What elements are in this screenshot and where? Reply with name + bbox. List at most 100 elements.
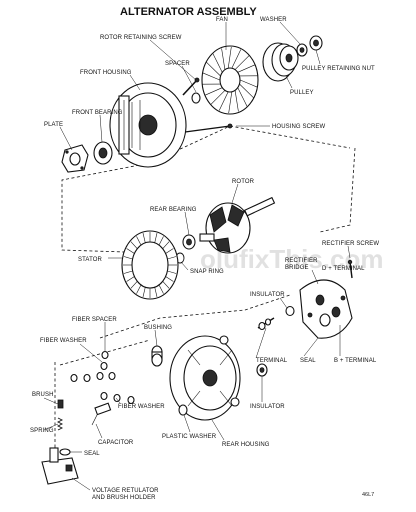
stator-slot	[142, 287, 146, 297]
front-housing	[109, 82, 187, 168]
label-fiber-spacer: FIBER SPACER	[72, 317, 117, 323]
label-insulator-bottom: INSULATOR	[250, 404, 285, 410]
plastic-washer	[178, 404, 188, 416]
fan-blade	[202, 72, 220, 81]
spacer	[191, 92, 201, 104]
label-terminal: TERMINAL	[256, 358, 288, 364]
pulley-retaining-nut	[309, 35, 323, 51]
plate	[61, 144, 89, 173]
stator-slot	[123, 256, 133, 260]
label-spacer: SPACER	[165, 61, 190, 67]
insulator-top	[285, 305, 295, 317]
part-labels: FAN WASHER ROTOR RETAINING SCREW SPACER …	[30, 17, 379, 501]
pulley	[262, 42, 299, 82]
label-pulley: PULLEY	[290, 90, 314, 96]
washer	[296, 43, 308, 57]
label-snap-ring: SNAP RING	[190, 269, 224, 275]
fan-blade	[234, 90, 239, 112]
label-d-terminal: D + TERMINAL	[322, 266, 365, 272]
rectifier-bridge	[299, 279, 353, 339]
front-bearing	[93, 141, 113, 165]
insulator-bottom	[256, 363, 268, 377]
label-fan: FAN	[216, 17, 228, 23]
stator-slot	[154, 287, 158, 297]
fan-blade	[231, 49, 242, 69]
fan-blade	[218, 91, 229, 111]
stator-slot	[136, 284, 142, 294]
stator-slot	[126, 248, 135, 254]
fan-blade	[210, 90, 226, 105]
label-insulator-top: INSULATOR	[250, 292, 285, 298]
label-voltage-regulator-line2: AND BRUSH HOLDER	[92, 495, 156, 501]
label-front-housing: FRONT HOUSING	[80, 70, 132, 76]
label-rear-housing: REAR HOUSING	[222, 442, 270, 448]
figure-code: 46L7	[362, 492, 374, 498]
fan-blade	[240, 79, 258, 88]
fan-blade	[227, 46, 232, 69]
fiber-washers	[70, 350, 135, 405]
stator-slot	[167, 256, 177, 260]
stator-slot	[154, 233, 158, 243]
fan	[201, 45, 259, 115]
seal-left	[59, 448, 71, 456]
label-rectifier-screw: RECTIFIER SCREW	[322, 241, 379, 247]
brush	[57, 399, 64, 409]
label-b-terminal: B + TERMINAL	[334, 358, 377, 364]
fan-blade	[239, 83, 254, 99]
label-housing-screw: HOUSING SCREW	[272, 124, 326, 130]
label-fiber-washer-left: FIBER WASHER	[40, 338, 87, 344]
rectifier-screw	[347, 259, 353, 279]
assembly-dashed-lines	[54, 125, 356, 470]
capacitor	[91, 402, 112, 426]
fan-blade	[204, 87, 223, 96]
fan-blade	[237, 64, 256, 73]
rotor-retaining-screw	[182, 77, 200, 96]
label-bushing: BUSHING	[144, 325, 172, 331]
label-rotor-retaining-screw: ROTOR RETAINING SCREW	[100, 35, 182, 41]
rotor	[199, 196, 276, 254]
fan-blade	[212, 53, 223, 73]
stator	[121, 230, 179, 300]
label-plastic-washer: PLASTIC WASHER	[162, 434, 217, 440]
stator-slot	[142, 233, 146, 243]
spring	[56, 417, 64, 431]
label-rectifier-bridge: RECTIFIER BRIDGE	[285, 258, 319, 271]
leader-lines	[43, 21, 351, 491]
rear-bearing	[182, 234, 196, 250]
fan-blade	[221, 48, 226, 70]
label-rotor: ROTOR	[232, 179, 255, 185]
housing-screw	[184, 123, 233, 133]
stator-slot	[158, 236, 164, 246]
stator-slot	[162, 281, 170, 289]
stator-slot	[162, 241, 170, 249]
fan-blade	[228, 91, 233, 114]
label-capacitor: CAPACITOR	[98, 440, 134, 446]
label-stator: STATOR	[78, 257, 103, 263]
fan-blade	[234, 55, 250, 70]
label-front-bearing: FRONT BEARING	[72, 110, 123, 116]
stator-slot	[167, 270, 177, 274]
label-fiber-washer-mid: FIBER WASHER	[118, 404, 165, 410]
stator-slot	[165, 276, 174, 282]
label-pulley-retaining-nut: PULLEY RETAINING NUT	[302, 66, 375, 72]
rear-housing	[169, 335, 241, 421]
voltage-regulator	[41, 447, 79, 485]
label-washer: WASHER	[260, 17, 287, 23]
terminal	[257, 317, 275, 331]
diagram-title: ALTERNATOR ASSEMBLY	[120, 6, 257, 18]
bushing	[151, 345, 163, 367]
stator-slot	[136, 236, 142, 246]
stator-slot	[165, 248, 174, 254]
fan-blade	[206, 61, 221, 77]
label-seal-left: SEAL	[84, 451, 100, 457]
stator-slot	[158, 284, 164, 294]
stator-slot	[130, 281, 138, 289]
label-rear-bearing: REAR BEARING	[150, 207, 197, 213]
label-seal-right: SEAL	[300, 358, 316, 364]
stator-slot	[123, 270, 133, 274]
label-voltage-regulator-line1: VOLTAGE RETULATOR	[92, 488, 159, 494]
label-brush: BRUSH	[32, 392, 54, 398]
label-plate: PLATE	[44, 122, 63, 128]
